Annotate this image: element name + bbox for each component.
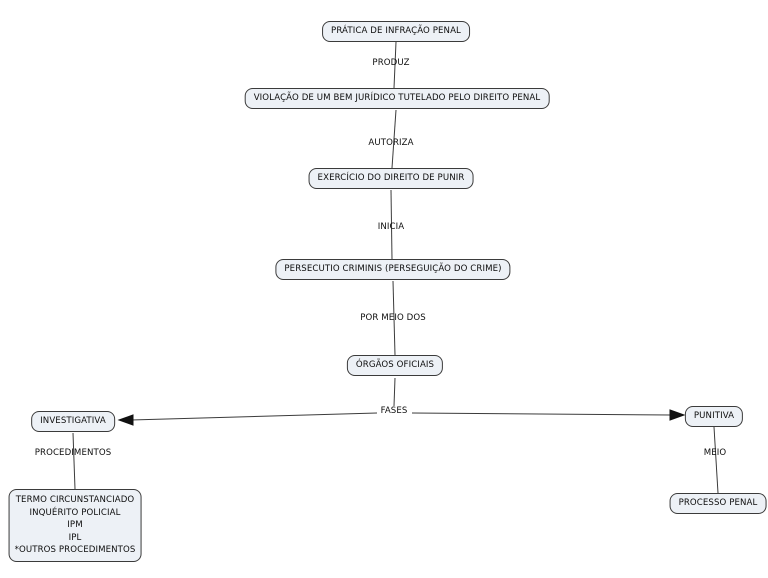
node-procedimentos-list: TERMO CIRCUNSTANCIADO INQUÉRITO POLICIAL… xyxy=(8,489,142,562)
link-label-autoriza: AUTORIZA xyxy=(368,138,414,148)
list-item-ipm: IPM xyxy=(67,520,83,531)
node-pratica-de-infracao-penal: PRÁTICA DE INFRAÇÃO PENAL xyxy=(322,21,470,42)
node-investigativa: INVESTIGATIVA xyxy=(31,411,115,432)
edge-exercicio-persecutio xyxy=(390,189,393,260)
list-item-inquerito-policial: INQUÉRITO POLICIAL xyxy=(29,507,121,518)
arrowhead-punitiva xyxy=(669,409,686,421)
edge-punitiva-processo xyxy=(713,426,719,494)
list-item-ipl: IPL xyxy=(68,532,82,543)
arrowhead-investigativa xyxy=(117,414,134,426)
list-item-outros-procedimentos: *OUTROS PROCEDIMENTOS xyxy=(14,545,136,556)
link-label-por-meio-dos: POR MEIO DOS xyxy=(360,313,426,323)
link-label-meio: MEIO xyxy=(703,448,727,458)
edge-fases-investigativa xyxy=(130,412,378,421)
list-item-termo-circunstanciado: TERMO CIRCUNSTANCIADO xyxy=(15,495,135,505)
node-processo-penal: PROCESSO PENAL xyxy=(669,493,767,514)
edge-fases-punitiva xyxy=(411,412,672,416)
node-persecutio-criminis: PERSECUTIO CRIMINIS (PERSEGUIÇÃO DO CRIM… xyxy=(275,259,511,280)
edge-pratica-violacao xyxy=(393,41,397,89)
node-orgaos-oficiais: ÓRGÃOS OFICIAIS xyxy=(346,355,444,376)
edge-investigativa-procedimentos xyxy=(72,432,76,490)
node-violacao-bem-juridico: VIOLAÇÃO DE UM BEM JURÍDICO TUTELADO PEL… xyxy=(244,88,550,109)
link-label-procedimentos: PROCEDIMENTOS xyxy=(34,448,112,458)
edge-persecutio-orgaos xyxy=(392,280,396,356)
edge-orgaos-fases xyxy=(393,377,396,407)
node-punitiva: PUNITIVA xyxy=(684,406,744,427)
edge-violacao-exercicio xyxy=(391,109,397,169)
link-label-fases: FASES xyxy=(378,406,410,416)
link-label-produz: PRODUZ xyxy=(372,58,410,68)
node-exercicio-direito-punir: EXERCÍCIO DO DIREITO DE PUNIR xyxy=(308,168,474,189)
link-label-inicia: INICIA xyxy=(377,222,405,232)
